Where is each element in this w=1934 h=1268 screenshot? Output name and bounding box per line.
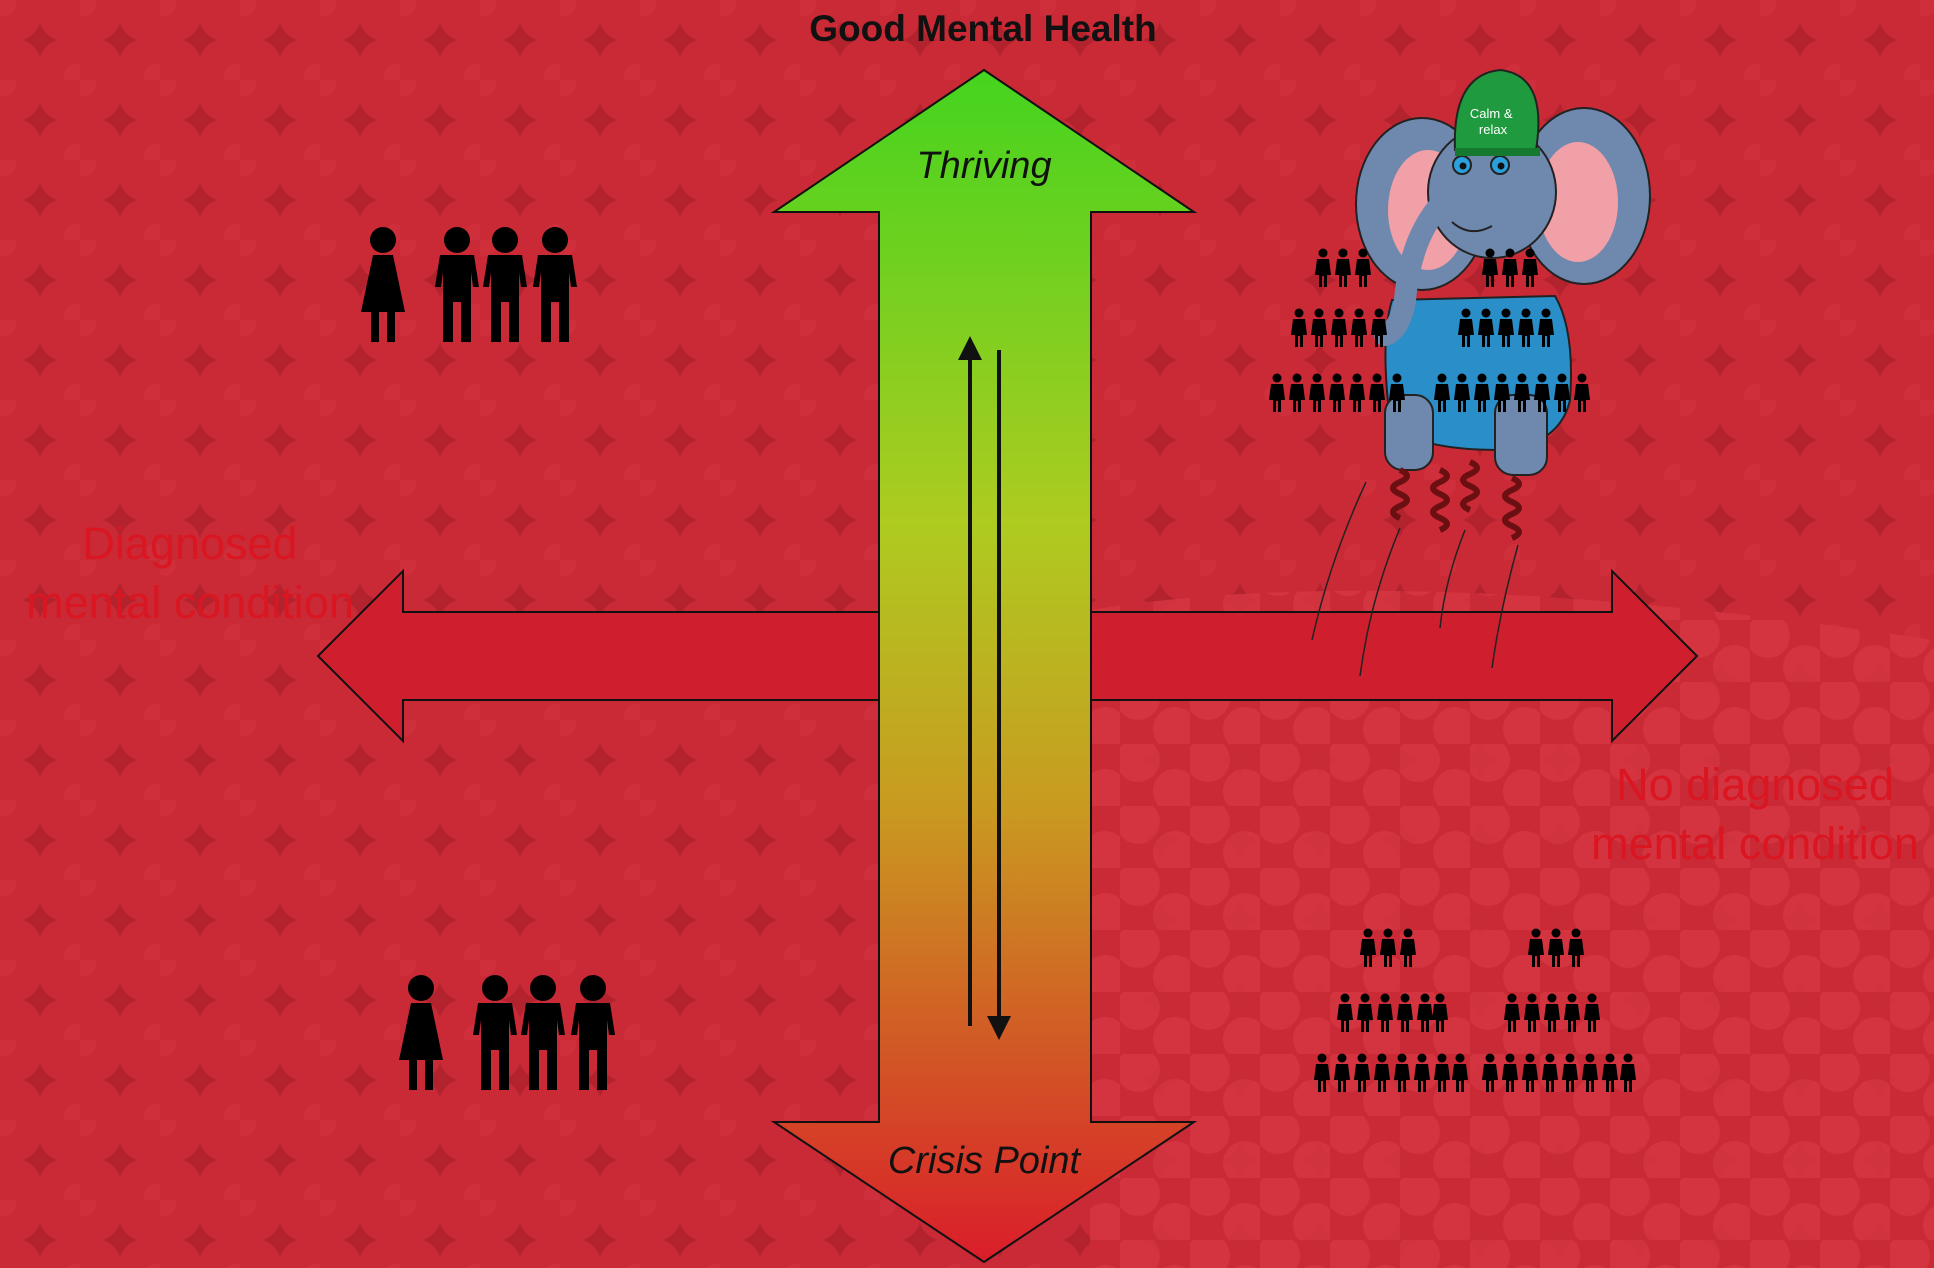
vertical-arrow: [770, 68, 1198, 1264]
up-down-arrows-icon: [958, 336, 1011, 1040]
diagram-title: Good Mental Health: [809, 8, 1157, 49]
people-group-icon: [399, 975, 615, 1090]
crisis-point-label: Crisis Point: [887, 1140, 1081, 1182]
mascot-cap-text: Calm & relax: [1470, 106, 1516, 137]
people-group-icon: [361, 227, 577, 342]
label-line: mental condition: [1591, 818, 1919, 869]
thriving-label: Thriving: [916, 145, 1052, 187]
no-diagnosed-condition-label: No diagnosed mental condition: [1575, 755, 1934, 873]
label-line: No diagnosed: [1616, 759, 1894, 810]
label-line: Diagnosed: [82, 518, 298, 569]
diagnosed-condition-label: Diagnosed mental condition: [10, 514, 370, 632]
background-bubbles: [1090, 590, 1934, 1268]
label-line: mental condition: [26, 577, 354, 628]
